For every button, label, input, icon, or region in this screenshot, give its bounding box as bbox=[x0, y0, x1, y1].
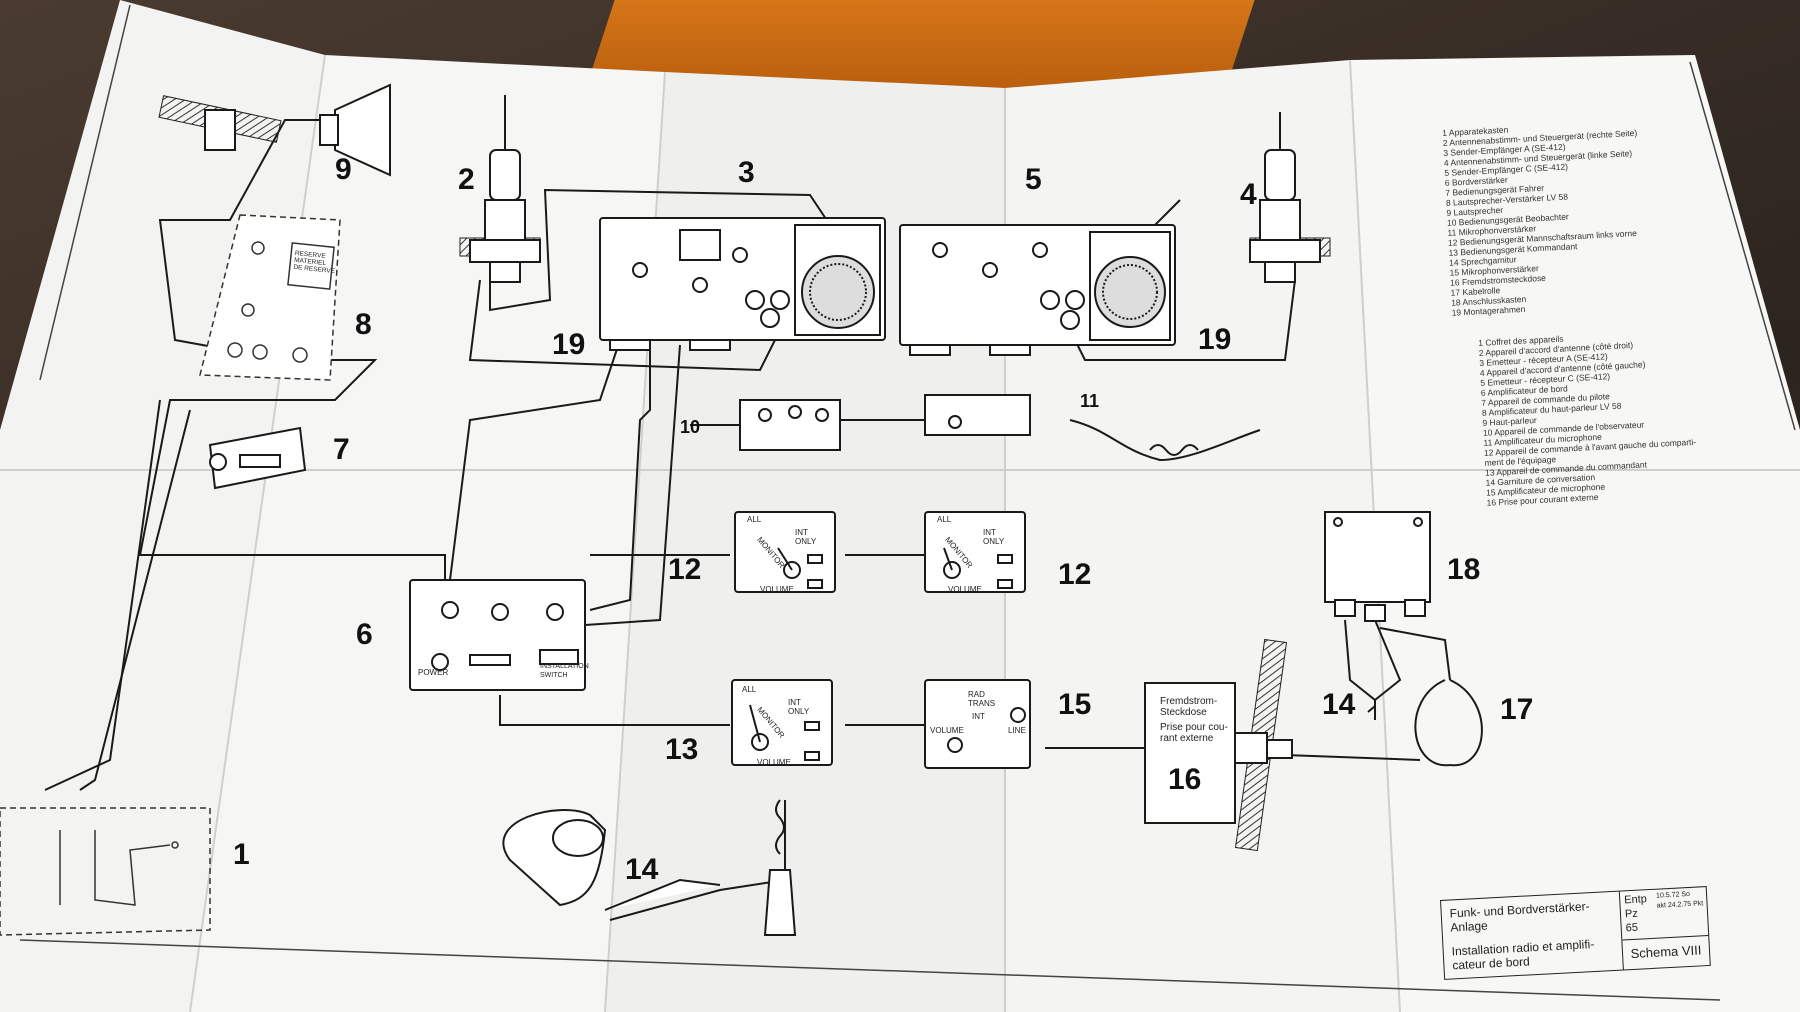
label-10: 10 bbox=[680, 417, 701, 437]
apparatus-box-1 bbox=[0, 807, 211, 936]
label-14a: 14 bbox=[625, 853, 659, 886]
entp-label: Entp bbox=[1623, 893, 1648, 907]
label-int-only-12b: INT ONLY bbox=[983, 528, 1005, 546]
label-rad-trans-15: RAD TRANS bbox=[968, 690, 996, 708]
observer-control-10 bbox=[739, 399, 841, 451]
label-7: 7 bbox=[333, 433, 350, 466]
headset-14 bbox=[502, 809, 721, 911]
speaker-amplifier-8 bbox=[199, 214, 341, 381]
label-5: 5 bbox=[1025, 163, 1042, 196]
label-volume-15: VOLUME bbox=[930, 726, 964, 735]
label-3: 3 bbox=[738, 156, 755, 189]
label-19b: 19 bbox=[1198, 323, 1232, 356]
cable-reel-17 bbox=[1367, 679, 1483, 767]
driver-control-7 bbox=[208, 426, 307, 490]
label-int-only-13: INT ONLY bbox=[788, 698, 810, 716]
crew-control-12a bbox=[734, 511, 836, 593]
title-block-left: Funk- und Bordverstärker- Anlage Install… bbox=[1449, 898, 1622, 972]
label-18: 18 bbox=[1447, 553, 1481, 586]
label-14b: 14 bbox=[1322, 688, 1356, 721]
label-power-6: POWER bbox=[418, 668, 449, 677]
schema-label: Schema VIII bbox=[1622, 935, 1710, 962]
label-all-12b: ALL bbox=[937, 515, 952, 524]
label-volume-12b: VOLUME bbox=[948, 585, 982, 594]
legend-german: 1 Apparatekasten 2 Antennenabstimm- und … bbox=[1442, 118, 1646, 318]
pz-label: Pz bbox=[1624, 907, 1639, 921]
label-19a: 19 bbox=[552, 328, 586, 361]
commander-control-13 bbox=[731, 679, 833, 766]
date-2: akt 24.2.75 Pkt bbox=[1656, 900, 1704, 910]
number-label: 65 bbox=[1625, 921, 1639, 935]
label-9: 9 bbox=[335, 153, 352, 186]
radio-se412-a-3 bbox=[599, 217, 886, 351]
sheet-frame bbox=[19, 4, 1796, 1001]
socket-text-fr: Prise pour cou- rant externe bbox=[1160, 722, 1228, 744]
title-block-right: Entp Pz 65 10.5.72 So akt 24.2.75 Pkt Sc… bbox=[1618, 887, 1710, 970]
label-1: 1 bbox=[233, 838, 250, 871]
date-1: 10.5.72 So bbox=[1655, 890, 1691, 900]
onboard-amplifier-6 bbox=[409, 579, 586, 691]
label-11: 11 bbox=[1080, 391, 1100, 411]
label-16: 16 bbox=[1168, 763, 1202, 796]
label-12a: 12 bbox=[668, 553, 702, 586]
label-reserve-8: RESERVE MATERIEL DE RESERVE bbox=[293, 249, 336, 276]
label-4: 4 bbox=[1240, 178, 1257, 211]
socket-text-de: Fremdstrom- Steckdose bbox=[1160, 696, 1218, 718]
legend-french: 1 Coffret des appareils 2 Appareil d'acc… bbox=[1478, 327, 1699, 508]
label-int-15: INT bbox=[972, 712, 985, 721]
label-all-13: ALL bbox=[742, 685, 757, 694]
lower-cable bbox=[763, 799, 797, 936]
label-all-12a: ALL bbox=[747, 515, 762, 524]
label-8: 8 bbox=[355, 308, 372, 341]
label-12b: 12 bbox=[1058, 558, 1092, 591]
loudspeaker-9 bbox=[204, 83, 391, 177]
mic-amplifier-15 bbox=[924, 679, 1031, 769]
label-int-only-12a: INT ONLY bbox=[795, 528, 817, 546]
label-volume-12a: VOLUME bbox=[760, 585, 794, 594]
mic-amplifier-11 bbox=[924, 394, 1261, 462]
label-2: 2 bbox=[458, 163, 475, 196]
label-17: 17 bbox=[1500, 693, 1534, 726]
label-15: 15 bbox=[1058, 688, 1092, 721]
radio-se412-c-5 bbox=[899, 224, 1176, 356]
crew-control-12b bbox=[924, 511, 1026, 593]
label-6: 6 bbox=[356, 618, 373, 651]
label-volume-13: VOLUME bbox=[757, 758, 791, 767]
antenna-tuner-2 bbox=[469, 95, 541, 283]
junction-box-18 bbox=[1324, 511, 1431, 622]
label-13: 13 bbox=[665, 733, 699, 766]
external-power-socket-16 bbox=[1144, 682, 1293, 824]
label-line-15: LINE bbox=[1008, 726, 1026, 735]
label-installation-switch-6: INSTALLATION SWITCH bbox=[540, 663, 589, 679]
title-block: Funk- und Bordverstärker- Anlage Install… bbox=[1440, 886, 1711, 980]
antenna-tuner-4 bbox=[1249, 112, 1321, 283]
